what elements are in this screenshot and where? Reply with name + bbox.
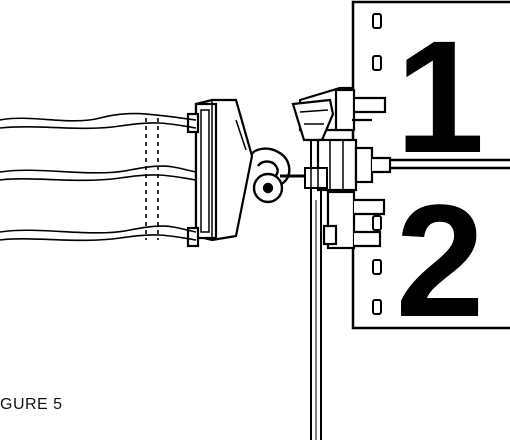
sprocket-hole (372, 299, 382, 315)
panel-2: 2 (351, 166, 510, 350)
sprocket-hole (372, 13, 382, 29)
panel-1: 1 (351, 0, 510, 186)
sprocket-hole (372, 55, 382, 71)
panel-number-1: 1 (396, 7, 485, 186)
strap-buckle (186, 98, 254, 248)
figure-caption: GURE 5 (0, 396, 63, 413)
coupling-pin (280, 167, 328, 189)
panel-number-2: 2 (396, 171, 485, 350)
strap (0, 112, 197, 242)
sprocket-hole (372, 215, 382, 231)
mounting-bracket (291, 86, 392, 250)
sprocket-hole (372, 259, 382, 275)
